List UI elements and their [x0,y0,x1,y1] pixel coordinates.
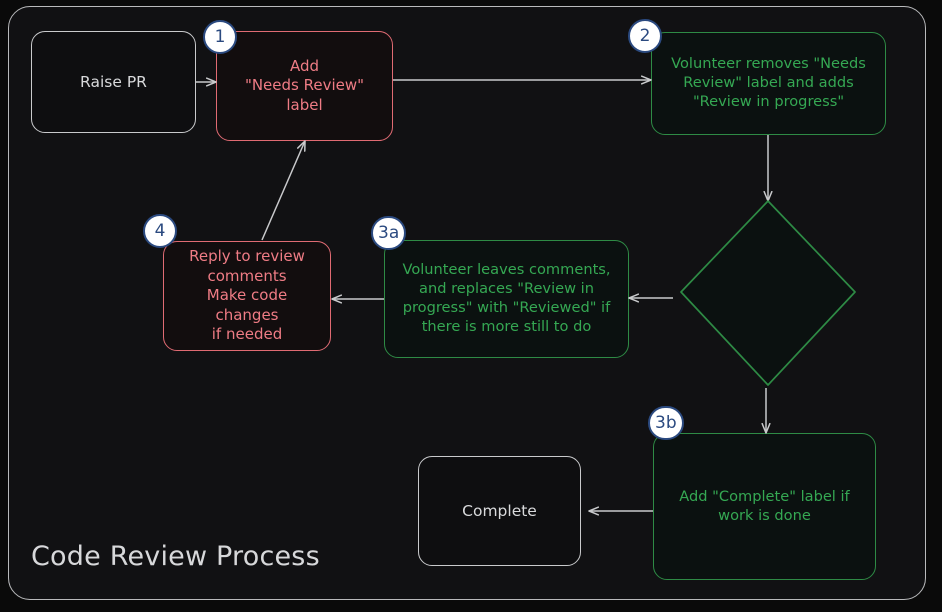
node-complete-label: Complete [462,501,537,520]
node-decision-volunteer[interactable]: Volunteer: Is there more for the trainee… [676,203,858,385]
node-reply-review-line1: Reply to review [189,247,305,266]
node-add-needs-review-label[interactable]: Add "Needs Review" label [216,31,393,141]
node-add-complete-line2: work is done [718,506,811,524]
step-badge-4: 4 [143,214,177,248]
node-volunteer-removes-label[interactable]: Volunteer removes "Needs Review" label a… [651,32,886,135]
node-leaves-comments-line1: Volunteer leaves comments, [402,261,611,279]
node-add-label-line2: "Needs Review" [244,76,365,95]
step-badge-3b-label: 3b [655,412,677,433]
node-add-label-line3: label [286,95,323,114]
node-volunteer-leaves-comments[interactable]: Volunteer leaves comments, and replaces … [384,240,629,358]
step-badge-3a-label: 3a [378,222,400,243]
node-add-complete-label[interactable]: Add "Complete" label if work is done [653,433,876,580]
node-leaves-comments-line4: there is more still to do [421,317,592,335]
node-reply-to-review-comments[interactable]: Reply to review comments Make code chang… [163,241,331,351]
node-raise-pr[interactable]: Raise PR [31,31,196,133]
node-reply-review-line4: if needed [211,325,283,344]
step-badge-4-label: 4 [154,220,166,241]
step-badge-1: 1 [203,20,237,54]
node-decision-line2: Is there more for [714,286,820,302]
step-badge-3a: 3a [371,216,407,250]
node-decision-line1: Volunteer: [734,268,800,284]
node-decision-text-wrap: Volunteer: Is there more for the trainee… [676,203,858,385]
node-complete[interactable]: Complete [418,456,581,566]
node-add-label-line1: Add [289,56,320,75]
node-leaves-comments-line3: progress" with "Reviewed" if [402,299,611,316]
diagram-title: Code Review Process [31,541,320,572]
node-reply-review-line2: comments [207,266,287,285]
step-badge-2: 2 [628,19,662,53]
node-add-complete-line1: Add "Complete" label if [679,487,850,505]
node-volunteer-removes-line3: "Review in progress" [692,92,845,110]
node-volunteer-removes-line2: Review" label and adds [683,74,854,92]
step-badge-3b: 3b [648,406,684,440]
step-badge-2-label: 2 [639,25,651,46]
node-reply-review-line3: Make code changes [206,286,288,324]
node-leaves-comments-line2: and replaces "Review in [419,280,594,298]
node-raise-pr-label: Raise PR [80,72,147,91]
node-decision-line3: the trainee to do? [710,303,824,319]
step-badge-1-label: 1 [214,26,226,47]
node-volunteer-removes-line1: Volunteer removes "Needs [671,55,866,73]
